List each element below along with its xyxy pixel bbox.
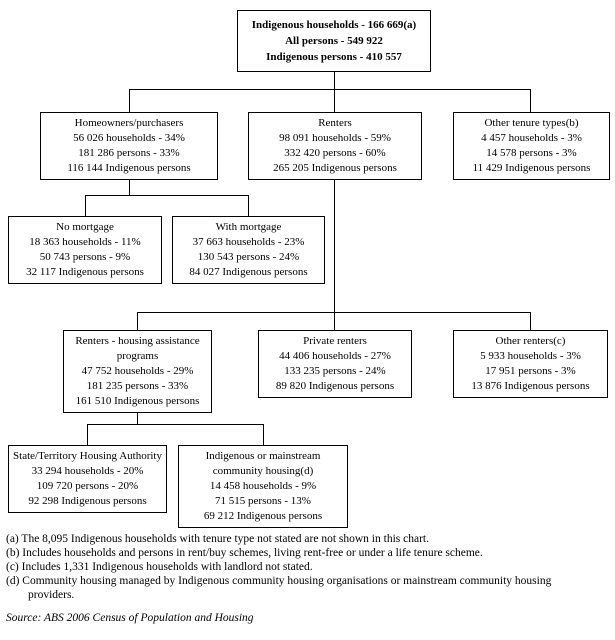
node-stat: 161 510 Indigenous persons [75,395,200,407]
node-stat: 4 457 households - 3% [481,132,582,144]
node-title: Homeowners/purchasers [74,117,184,129]
node-title: Indigenous or mainstream community housi… [205,450,321,477]
node-title: Indigenous households - 166 669(a) [251,19,417,31]
node-stat: 116 144 Indigenous persons [67,162,191,174]
node-stat: 89 820 Indigenous persons [275,380,395,392]
node-stat: 133 235 persons - 24% [284,365,386,377]
node-stat: 332 420 persons - 60% [284,147,386,159]
node-stat: 32 117 Indigenous persons [26,266,144,278]
footnote-b: (b) Includes households and persons in r… [6,547,483,559]
node-stat: 98 091 households - 59% [279,132,391,144]
node-renters: Renters 98 091 households - 59% 332 420 … [248,112,422,180]
node-stat: 11 429 Indigenous persons [472,162,591,174]
node-stat: 13 876 Indigenous persons [471,380,590,392]
node-stat: 37 663 households - 23% [192,236,305,248]
node-title: Private renters [303,335,367,347]
node-stat: 109 720 persons - 20% [36,480,139,492]
node-stat: Indigenous persons - 410 557 [266,51,402,63]
node-stat: 181 235 persons - 33% [86,380,189,392]
node-stat: 47 752 households - 29% [81,365,194,377]
node-stat: 181 286 persons - 33% [78,147,180,159]
node-title: Renters - housing assistance programs [75,335,200,362]
node-stat: 17 951 persons - 3% [485,365,576,377]
node-stat: 5 933 households - 3% [480,350,581,362]
node-homeowners: Homeowners/purchasers 56 026 households … [40,112,218,180]
node-title: Other renters(c) [495,335,566,347]
node-stat: 14 578 persons - 3% [486,147,577,159]
node-no-mortgage: No mortgage 18 363 households - 11% 50 7… [8,216,162,284]
node-stat: 84 027 Indigenous persons [189,266,308,278]
node-stat: 18 363 households - 11% [29,236,141,248]
tenure-flowchart: Indigenous households - 166 669(a) All p… [8,10,610,528]
node-private-renters: Private renters 44 406 households - 27% … [258,330,412,398]
node-stat: 69 212 Indigenous persons [203,510,323,522]
node-other-tenure-types: Other tenure types(b) 4 457 households -… [453,112,610,180]
node-stat: 50 743 persons - 9% [39,251,131,263]
node-stat: All persons - 549 922 [285,35,383,47]
node-stat: 56 026 households - 34% [73,132,185,144]
node-renters-housing-assistance: Renters - housing assistance programs 47… [63,330,212,413]
node-stat: 92 298 Indigenous persons [28,495,147,507]
node-stat: 33 294 households - 20% [31,465,144,477]
node-root: Indigenous households - 166 669(a) All p… [237,10,431,72]
node-stat: 130 543 persons - 24% [197,251,300,263]
node-with-mortgage: With mortgage 37 663 households - 23% 13… [172,216,325,284]
footnotes: (a) The 8,095 Indigenous households with… [6,532,566,602]
node-community-housing: Indigenous or mainstream community housi… [178,445,348,528]
footnote-c: (c) Includes 1,331 Indigenous households… [6,561,313,573]
node-other-renters: Other renters(c) 5 933 households - 3% 1… [453,330,608,398]
node-stat: 265 205 Indigenous persons [273,162,397,174]
node-stat: 44 406 households - 27% [279,350,391,362]
source-note: Source: ABS 2006 Census of Population an… [6,612,254,624]
footnote-a: (a) The 8,095 Indigenous households with… [6,533,429,545]
footnote-d: (d) Community housing managed by Indigen… [6,575,552,601]
node-state-territory-housing-authority: State/Territory Housing Authority 33 294… [8,445,167,513]
node-stat: 14 458 households - 9% [209,480,317,492]
node-stat: 71 515 persons - 13% [215,495,311,507]
node-title: No mortgage [56,221,114,233]
node-title: With mortgage [215,221,282,233]
node-title: Renters [318,117,352,129]
node-title: State/Territory Housing Authority [13,450,162,462]
node-title: Other tenure types(b) [484,117,579,129]
